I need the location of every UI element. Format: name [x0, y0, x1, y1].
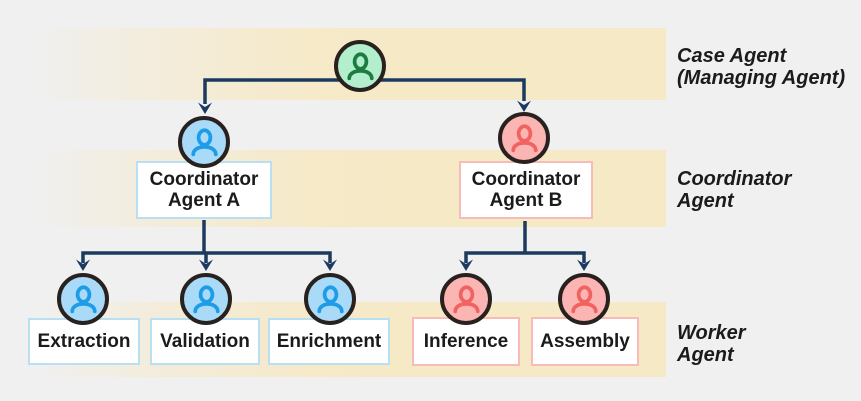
coordinator-a-avatar: [178, 116, 230, 168]
node-label-line: Extraction: [37, 330, 131, 352]
node-label-line: Agent A: [167, 190, 241, 211]
node-worker-validation: Validation: [150, 318, 260, 365]
row-label-coordinator-agent: Coordinator Agent: [677, 168, 791, 212]
person-icon: [344, 50, 377, 83]
node-label-line: Inference: [423, 330, 509, 352]
node-worker-assembly: Assembly: [531, 317, 639, 366]
node-coordinator-agent-b: Coordinator Agent B: [459, 161, 593, 219]
row-label-case-agent: Case Agent (Managing Agent): [677, 45, 845, 89]
person-icon: [67, 283, 100, 316]
worker-inference-avatar: [440, 273, 492, 325]
row-label-line: Agent: [677, 190, 734, 212]
node-coordinator-agent-a: Coordinator Agent A: [136, 161, 272, 219]
row-label-line: Case Agent: [677, 45, 787, 67]
case-agent-avatar: [334, 40, 386, 92]
person-icon: [188, 126, 221, 159]
worker-assembly-avatar: [558, 273, 610, 325]
node-label-line: Enrichment: [276, 330, 382, 352]
node-worker-extraction: Extraction: [28, 318, 140, 365]
row-label-line: Worker: [677, 322, 746, 344]
person-icon: [508, 122, 541, 155]
worker-validation-avatar: [180, 273, 232, 325]
person-icon: [190, 283, 223, 316]
node-worker-inference: Inference: [412, 317, 520, 366]
coordinator-b-avatar: [498, 112, 550, 164]
worker-extraction-avatar: [57, 273, 109, 325]
node-label-line: Coordinator: [149, 169, 259, 190]
person-icon: [450, 283, 483, 316]
row-label-worker-agent: Worker Agent: [677, 322, 746, 366]
node-label-line: Validation: [160, 330, 250, 352]
node-worker-enrichment: Enrichment: [268, 318, 390, 365]
node-label-line: Agent B: [489, 190, 563, 211]
node-label-line: Assembly: [540, 330, 630, 352]
person-icon: [314, 283, 347, 316]
row-label-line: (Managing Agent): [677, 67, 846, 89]
row-label-line: Agent: [677, 344, 734, 366]
worker-enrichment-avatar: [304, 273, 356, 325]
person-icon: [568, 283, 601, 316]
node-label-line: Coordinator: [471, 169, 581, 190]
row-label-line: Coordinator: [677, 168, 792, 190]
